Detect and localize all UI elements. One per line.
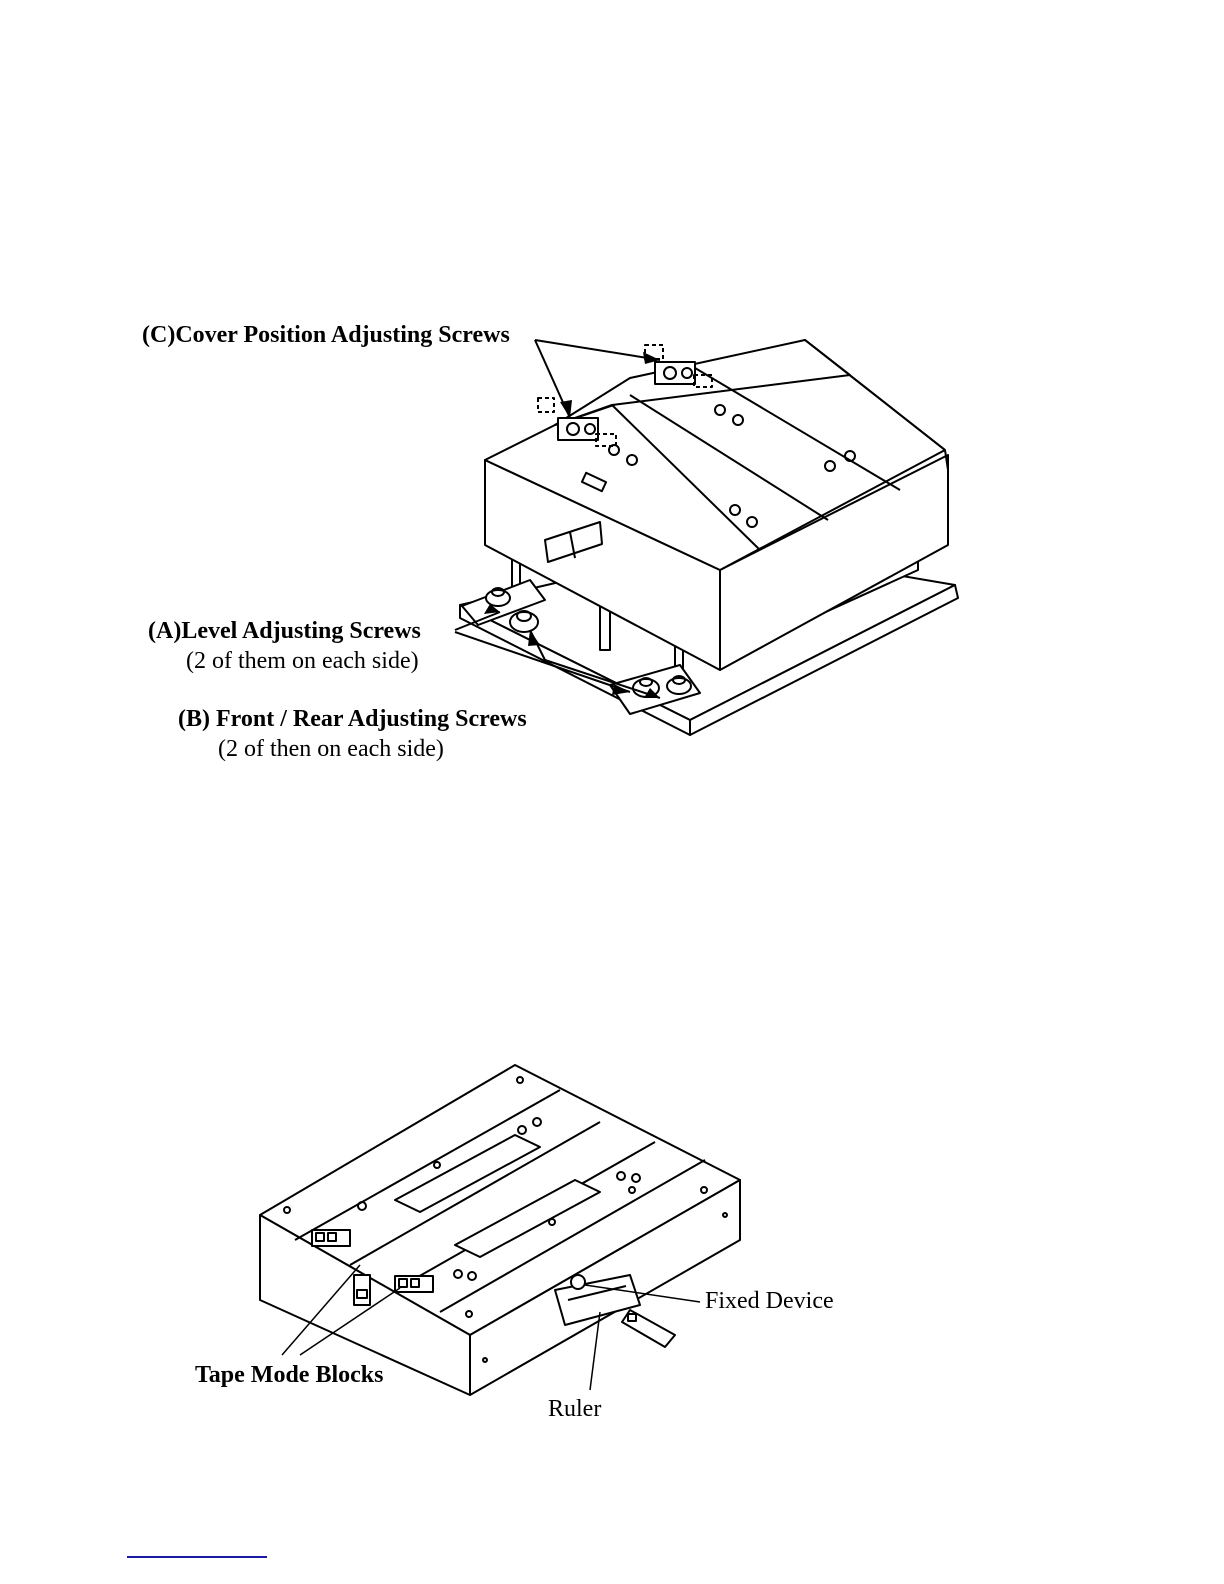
tape-mode-drawing — [0, 1050, 1224, 1450]
tape-mode-figure: Fixed Device Tape Mode Blocks Ruler — [0, 1050, 1224, 1450]
cover-adjustment-figure: (C)Cover Position Adjusting Screws (A)Le… — [0, 300, 1224, 780]
footer-link-underline[interactable] — [127, 1556, 267, 1558]
label-level-screws-note: (2 of them on each side) — [186, 648, 419, 675]
label-tape-mode-blocks: Tape Mode Blocks — [195, 1362, 383, 1389]
label-level-screws: (A)Level Adjusting Screws — [148, 618, 421, 645]
label-front-rear-screws: (B) Front / Rear Adjusting Screws — [178, 706, 527, 733]
label-ruler: Ruler — [548, 1396, 601, 1423]
label-front-rear-screws-note: (2 of then on each side) — [218, 736, 444, 763]
label-cover-position-screws: (C)Cover Position Adjusting Screws — [142, 322, 510, 349]
label-fixed-device: Fixed Device — [705, 1288, 834, 1315]
